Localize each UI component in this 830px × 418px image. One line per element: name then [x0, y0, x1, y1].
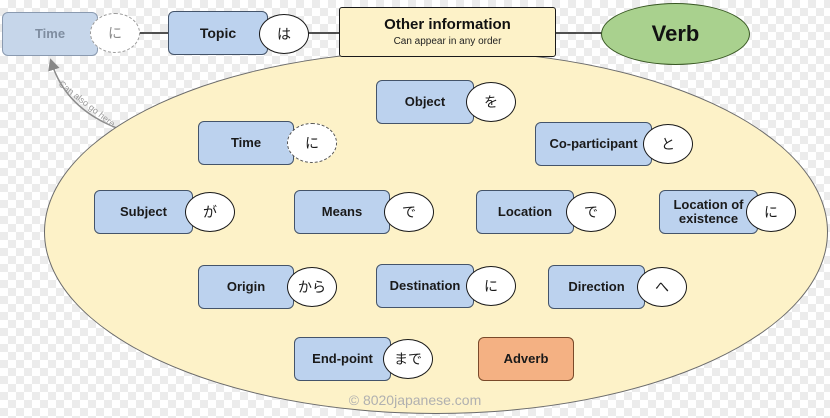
top-time-box: Time [2, 12, 98, 56]
direction-box: Direction [548, 265, 645, 309]
destination-box: Destination [376, 264, 474, 308]
topic-box: Topic [168, 11, 268, 55]
subject-particle: が [185, 192, 235, 232]
watermark: © 8020japanese.com [348, 392, 482, 408]
adverb-box: Adverb [478, 337, 574, 381]
top-time-particle: に [90, 13, 140, 53]
origin-particle: から [287, 267, 337, 307]
topic-particle: は [259, 14, 309, 54]
location-of-existence-particle: に [746, 192, 796, 232]
object-particle: を [466, 82, 516, 122]
means-box: Means [294, 190, 390, 234]
time-box: Time [198, 121, 294, 165]
object-box: Object [376, 80, 474, 124]
other-information-subtitle: Can appear in any order [393, 36, 502, 47]
origin-box: Origin [198, 265, 294, 309]
end-point-box: End-point [294, 337, 391, 381]
location-box: Location [476, 190, 574, 234]
other-information-box: Other information Can appear in any orde… [339, 7, 556, 57]
co-participant-particle: と [643, 124, 693, 164]
direction-particle: へ [637, 267, 687, 307]
location-of-existence-box: Location of existence [659, 190, 758, 234]
other-information-title: Other information [384, 16, 511, 33]
co-participant-box: Co-participant [535, 122, 652, 166]
verb-ellipse: Verb [601, 3, 750, 65]
time-particle: に [287, 123, 337, 163]
arrow-label: Can also go here [57, 79, 117, 129]
means-particle: で [384, 192, 434, 232]
end-point-particle: まで [383, 339, 433, 379]
location-particle: で [566, 192, 616, 232]
destination-particle: に [466, 266, 516, 306]
subject-box: Subject [94, 190, 193, 234]
